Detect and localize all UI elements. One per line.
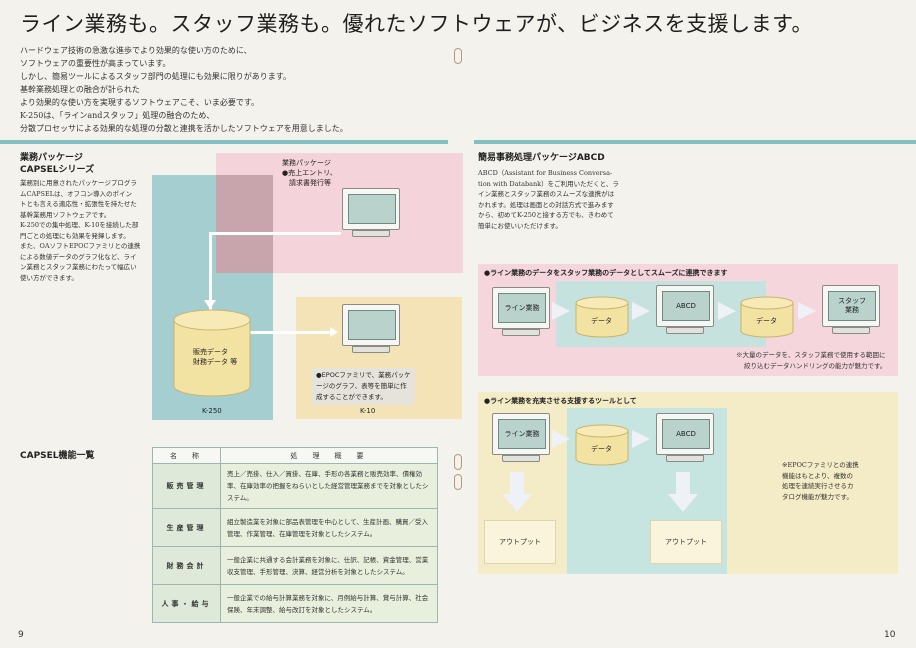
terminal-monitor-icon: ABCD xyxy=(656,413,714,463)
page-number-left: 9 xyxy=(18,630,24,640)
terminal-monitor-icon: ABCD xyxy=(656,285,714,335)
arrow-right-icon xyxy=(552,302,570,320)
left-divider-rule xyxy=(0,140,448,144)
data-label: データ xyxy=(591,445,612,453)
connector-line xyxy=(209,232,212,310)
database-label: 販売データ 財務データ 等 xyxy=(193,348,238,366)
table-row: 販売管理 売上／売掛、仕入／買掛、在庫、手形の各業務と販売効率、債権効率、在庫効… xyxy=(152,463,438,509)
terminal-monitor-icon xyxy=(342,188,400,238)
abcd-section-title: 簡易事務処理パッケージABCD xyxy=(478,153,605,163)
capsel-function-table: 名 称 処 理 概 要 販売管理 売上／売掛、仕入／買掛、在庫、手形の各業務と販… xyxy=(152,447,438,623)
abcd-description: ABCD（Assistant for Business Conversa- ti… xyxy=(478,169,619,230)
capsel-section-title: 業務パッケージ CAPSELシリーズ xyxy=(20,153,95,175)
database-cylinder-icon xyxy=(740,296,794,338)
arrow-right-icon xyxy=(718,302,736,320)
epoc-note: ●EPOCファミリで、業務パッケ ージのグラフ、表等を簡単に作 成することができ… xyxy=(312,368,415,405)
terminal-monitor-icon: ライン業務 xyxy=(492,413,550,463)
arrow-right-icon xyxy=(552,430,570,448)
database-cylinder-icon xyxy=(173,309,251,397)
data-label: データ xyxy=(756,317,777,325)
output-document-icon: アウトプット xyxy=(650,520,722,564)
flow-panel-note: ※大量のデータを、スタッフ業務で使用する範囲に 絞り込むデータハンドリングの能力… xyxy=(736,351,887,370)
capsel-description: 業務別に用意されたパッケージプログラ ムCAPSELは、オフコン導入のポイン ト… xyxy=(20,179,141,282)
terminal-monitor-icon: スタッフ 業務 xyxy=(822,285,880,335)
table-header: 処 理 概 要 xyxy=(220,447,438,464)
function-list-title: CAPSEL機能一覧 xyxy=(20,451,95,461)
table-row: 生産管理 組立製造業を対象に部品表管理を中心として、生産計画、購買／受入管理、作… xyxy=(152,508,438,547)
k250-label: K-250 xyxy=(202,407,222,415)
output-document-icon: アウトプット xyxy=(484,520,556,564)
terminal-monitor-icon xyxy=(342,304,400,354)
database-cylinder-icon xyxy=(575,296,629,338)
binding-staple xyxy=(454,48,462,64)
connector-line xyxy=(209,232,341,235)
arrow-right-icon xyxy=(632,430,650,448)
flow-panel-label: ●ライン業務のデータをスタッフ業務のデータとしてスムーズに連携できます xyxy=(484,269,728,277)
page-number-right: 10 xyxy=(884,630,896,640)
table-row: 財務会計 一般企業に共通する会計業務を対象に、仕訳、記帳、資金管理、営業収支管理… xyxy=(152,546,438,585)
table-header: 名 称 xyxy=(152,447,221,464)
intro-paragraph: ハードウェア技術の急激な進歩でより効果的な使い方のために、 ソフトウェアの重要性… xyxy=(20,46,348,133)
zone-overlap xyxy=(216,175,273,273)
arrow-right-icon xyxy=(632,302,650,320)
support-panel-label: ●ライン業務を充実させる支援するツールとして xyxy=(484,397,637,405)
k10-label: K-10 xyxy=(360,407,376,415)
binding-staple xyxy=(454,454,462,470)
arrow-right-icon xyxy=(798,302,816,320)
package-label: 業務パッケージ ●売上エントリ、 請求書発行等 xyxy=(282,159,337,187)
arrow-down-icon xyxy=(204,300,216,309)
arrow-right-icon xyxy=(330,327,338,337)
data-label: データ xyxy=(591,317,612,325)
arrow-down-icon xyxy=(502,494,532,512)
page-headline: ライン業務も。スタッフ業務も。優れたソフトウェアが、ビジネスを支援します。 xyxy=(20,12,813,36)
arrow-down-icon xyxy=(668,494,698,512)
binding-staple xyxy=(454,474,462,490)
arrow-shaft xyxy=(510,472,524,494)
support-panel-note: ※EPOCファミリとの連携 機能はもとより、複数の 処理を連続実行させるカ タロ… xyxy=(782,461,859,501)
arrow-shaft xyxy=(676,472,690,494)
table-row: 人事・給与 一般企業での給与計算業務を対象に、月例給与計算、賞与計算、社会保険、… xyxy=(152,584,438,623)
database-cylinder-icon xyxy=(575,424,629,466)
right-divider-rule xyxy=(474,140,916,144)
terminal-monitor-icon: ライン業務 xyxy=(492,287,550,337)
connector-line xyxy=(250,331,334,334)
